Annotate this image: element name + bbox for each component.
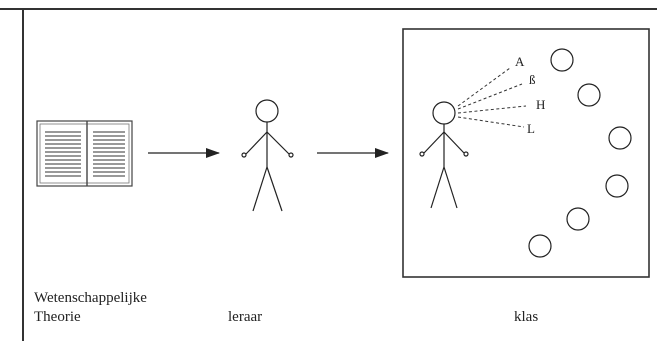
channel-label-l: L — [527, 121, 535, 136]
student-circle — [550, 48, 574, 72]
communication-lines — [457, 67, 527, 128]
frame-top-border — [0, 8, 657, 10]
class-teacher-figure — [419, 101, 469, 209]
student-circle — [605, 174, 629, 198]
theory-label-line2: Theorie — [34, 309, 81, 325]
student-circle — [566, 207, 590, 231]
student-circle — [577, 83, 601, 107]
frame-left-border — [22, 8, 24, 341]
theory-label: Wetenschappelijke Theorie — [34, 289, 147, 327]
classroom-box — [402, 28, 650, 278]
class-label: klas — [514, 309, 539, 325]
channel-label-b: ß — [529, 72, 536, 87]
teacher-label: leraar — [228, 309, 263, 325]
theory-label-line1: Wetenschappelijke — [34, 290, 147, 306]
student-circle — [608, 126, 632, 150]
channel-label-a: A — [515, 54, 525, 69]
teacher-figure — [241, 99, 294, 212]
channel-label-h: H — [536, 97, 545, 112]
student-circle — [528, 234, 552, 258]
book-icon — [36, 120, 133, 187]
